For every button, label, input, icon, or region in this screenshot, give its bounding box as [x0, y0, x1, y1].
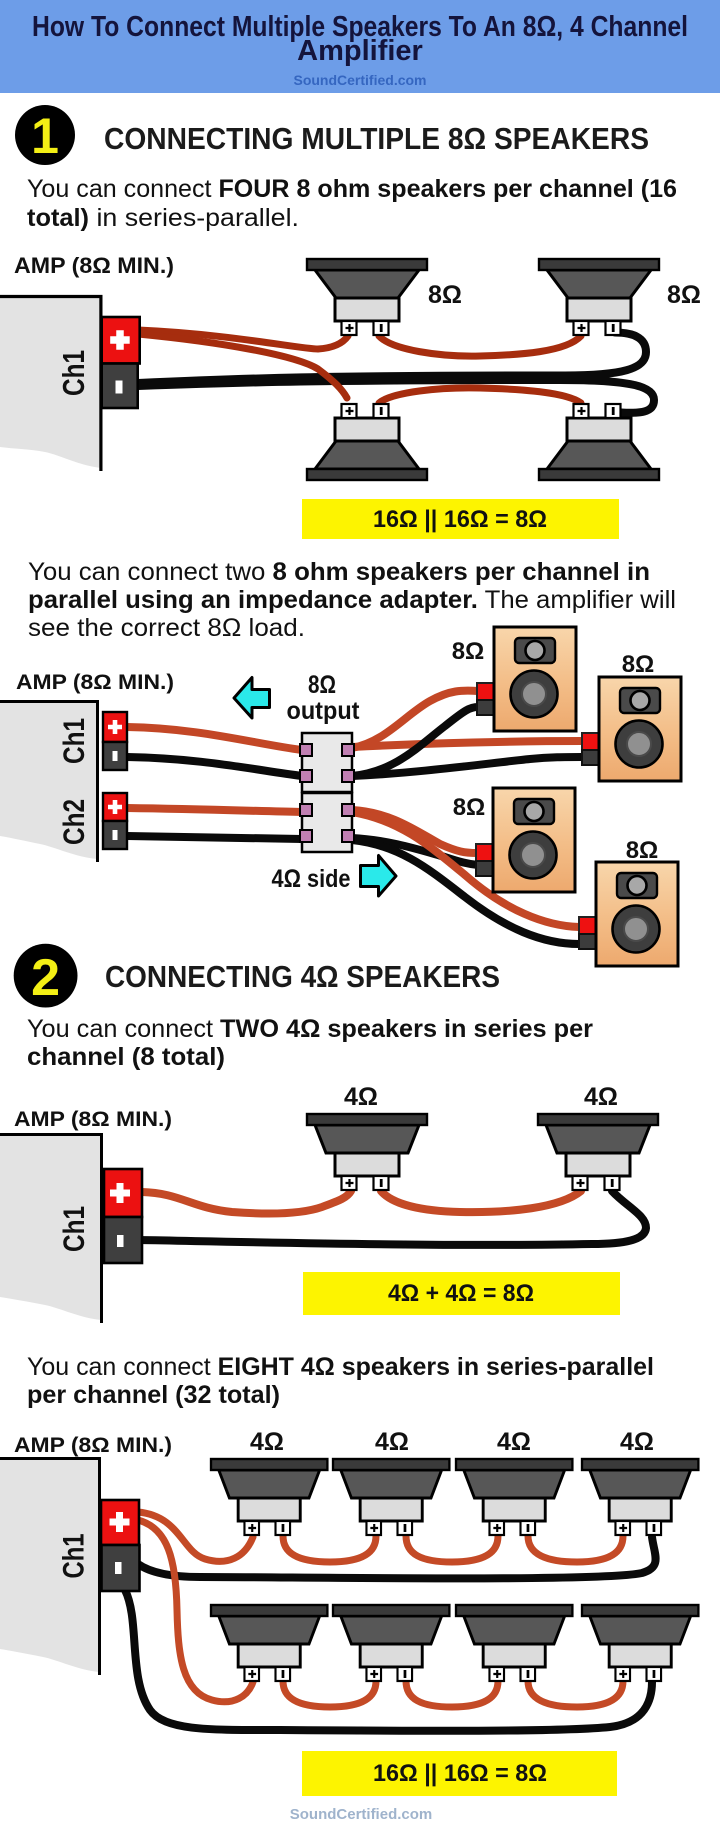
svg-text:AMP (8Ω MIN.): AMP (8Ω MIN.) [14, 1434, 172, 1457]
svg-text:You can connect two 8 ohm spea: You can connect two 8 ohm speakers per c… [28, 558, 650, 586]
svg-text:SoundCertified.com: SoundCertified.com [293, 72, 426, 88]
svg-text:You can connect TWO 4Ω speaker: You can connect TWO 4Ω speakers in serie… [27, 1015, 593, 1043]
svg-text:output: output [287, 697, 361, 725]
svg-text:CONNECTING MULTIPLE 8Ω SPEAKER: CONNECTING MULTIPLE 8Ω SPEAKERS [104, 121, 649, 156]
svg-text:16Ω || 16Ω = 8Ω: 16Ω || 16Ω = 8Ω [373, 506, 547, 533]
svg-text:16Ω || 16Ω = 8Ω: 16Ω || 16Ω = 8Ω [373, 1760, 547, 1787]
svg-text:CONNECTING 4Ω SPEAKERS: CONNECTING 4Ω SPEAKERS [105, 959, 500, 994]
svg-text:Ch1: Ch1 [58, 718, 91, 764]
svg-text:Amplifier: Amplifier [297, 35, 423, 67]
svg-text:Ch1: Ch1 [58, 1534, 91, 1579]
svg-text:4Ω: 4Ω [620, 1428, 654, 1456]
svg-text:8Ω: 8Ω [622, 651, 655, 678]
svg-text:4Ω: 4Ω [584, 1083, 618, 1111]
svg-text:How To Connect Multiple Speake: How To Connect Multiple Speakers To An 8… [32, 11, 688, 43]
svg-text:8Ω: 8Ω [453, 794, 486, 821]
svg-text:Ch1: Ch1 [56, 350, 91, 396]
svg-text:4Ω: 4Ω [344, 1083, 378, 1111]
svg-text:4Ω: 4Ω [375, 1428, 409, 1456]
svg-text:1: 1 [31, 108, 59, 164]
svg-text:Ch1: Ch1 [58, 1206, 91, 1252]
svg-text:2: 2 [31, 949, 60, 1007]
svg-text:8Ω: 8Ω [428, 281, 462, 309]
svg-text:Ch2: Ch2 [58, 799, 91, 845]
svg-text:You can connect FOUR 8 ohm spe: You can connect FOUR 8 ohm speakers per … [27, 175, 677, 203]
svg-text:AMP (8Ω MIN.): AMP (8Ω MIN.) [14, 253, 174, 278]
svg-text:parallel using an impedance ad: parallel using an impedance adapter. The… [28, 586, 676, 614]
svg-text:see the correct 8Ω load.: see the correct 8Ω load. [28, 614, 305, 642]
svg-text:4Ω: 4Ω [497, 1428, 531, 1456]
svg-text:channel (8 total): channel (8 total) [27, 1043, 225, 1071]
svg-text:8Ω: 8Ω [626, 837, 659, 864]
svg-text:4Ω: 4Ω [250, 1428, 284, 1456]
svg-text:8Ω: 8Ω [667, 281, 701, 309]
svg-text:total) in series-parallel.: total) in series-parallel. [27, 204, 299, 232]
svg-text:8Ω: 8Ω [452, 638, 485, 665]
svg-text:SoundCertified.com: SoundCertified.com [290, 1806, 433, 1823]
svg-text:8Ω: 8Ω [308, 671, 336, 699]
svg-text:per channel (32 total): per channel (32 total) [27, 1381, 280, 1409]
svg-text:4Ω + 4Ω = 8Ω: 4Ω + 4Ω = 8Ω [388, 1280, 534, 1307]
svg-text:AMP (8Ω MIN.): AMP (8Ω MIN.) [16, 671, 174, 694]
svg-text:AMP (8Ω MIN.): AMP (8Ω MIN.) [14, 1108, 172, 1131]
svg-text:4Ω side: 4Ω side [272, 865, 351, 893]
svg-text:You can connect EIGHT 4Ω speak: You can connect EIGHT 4Ω speakers in ser… [27, 1353, 654, 1381]
